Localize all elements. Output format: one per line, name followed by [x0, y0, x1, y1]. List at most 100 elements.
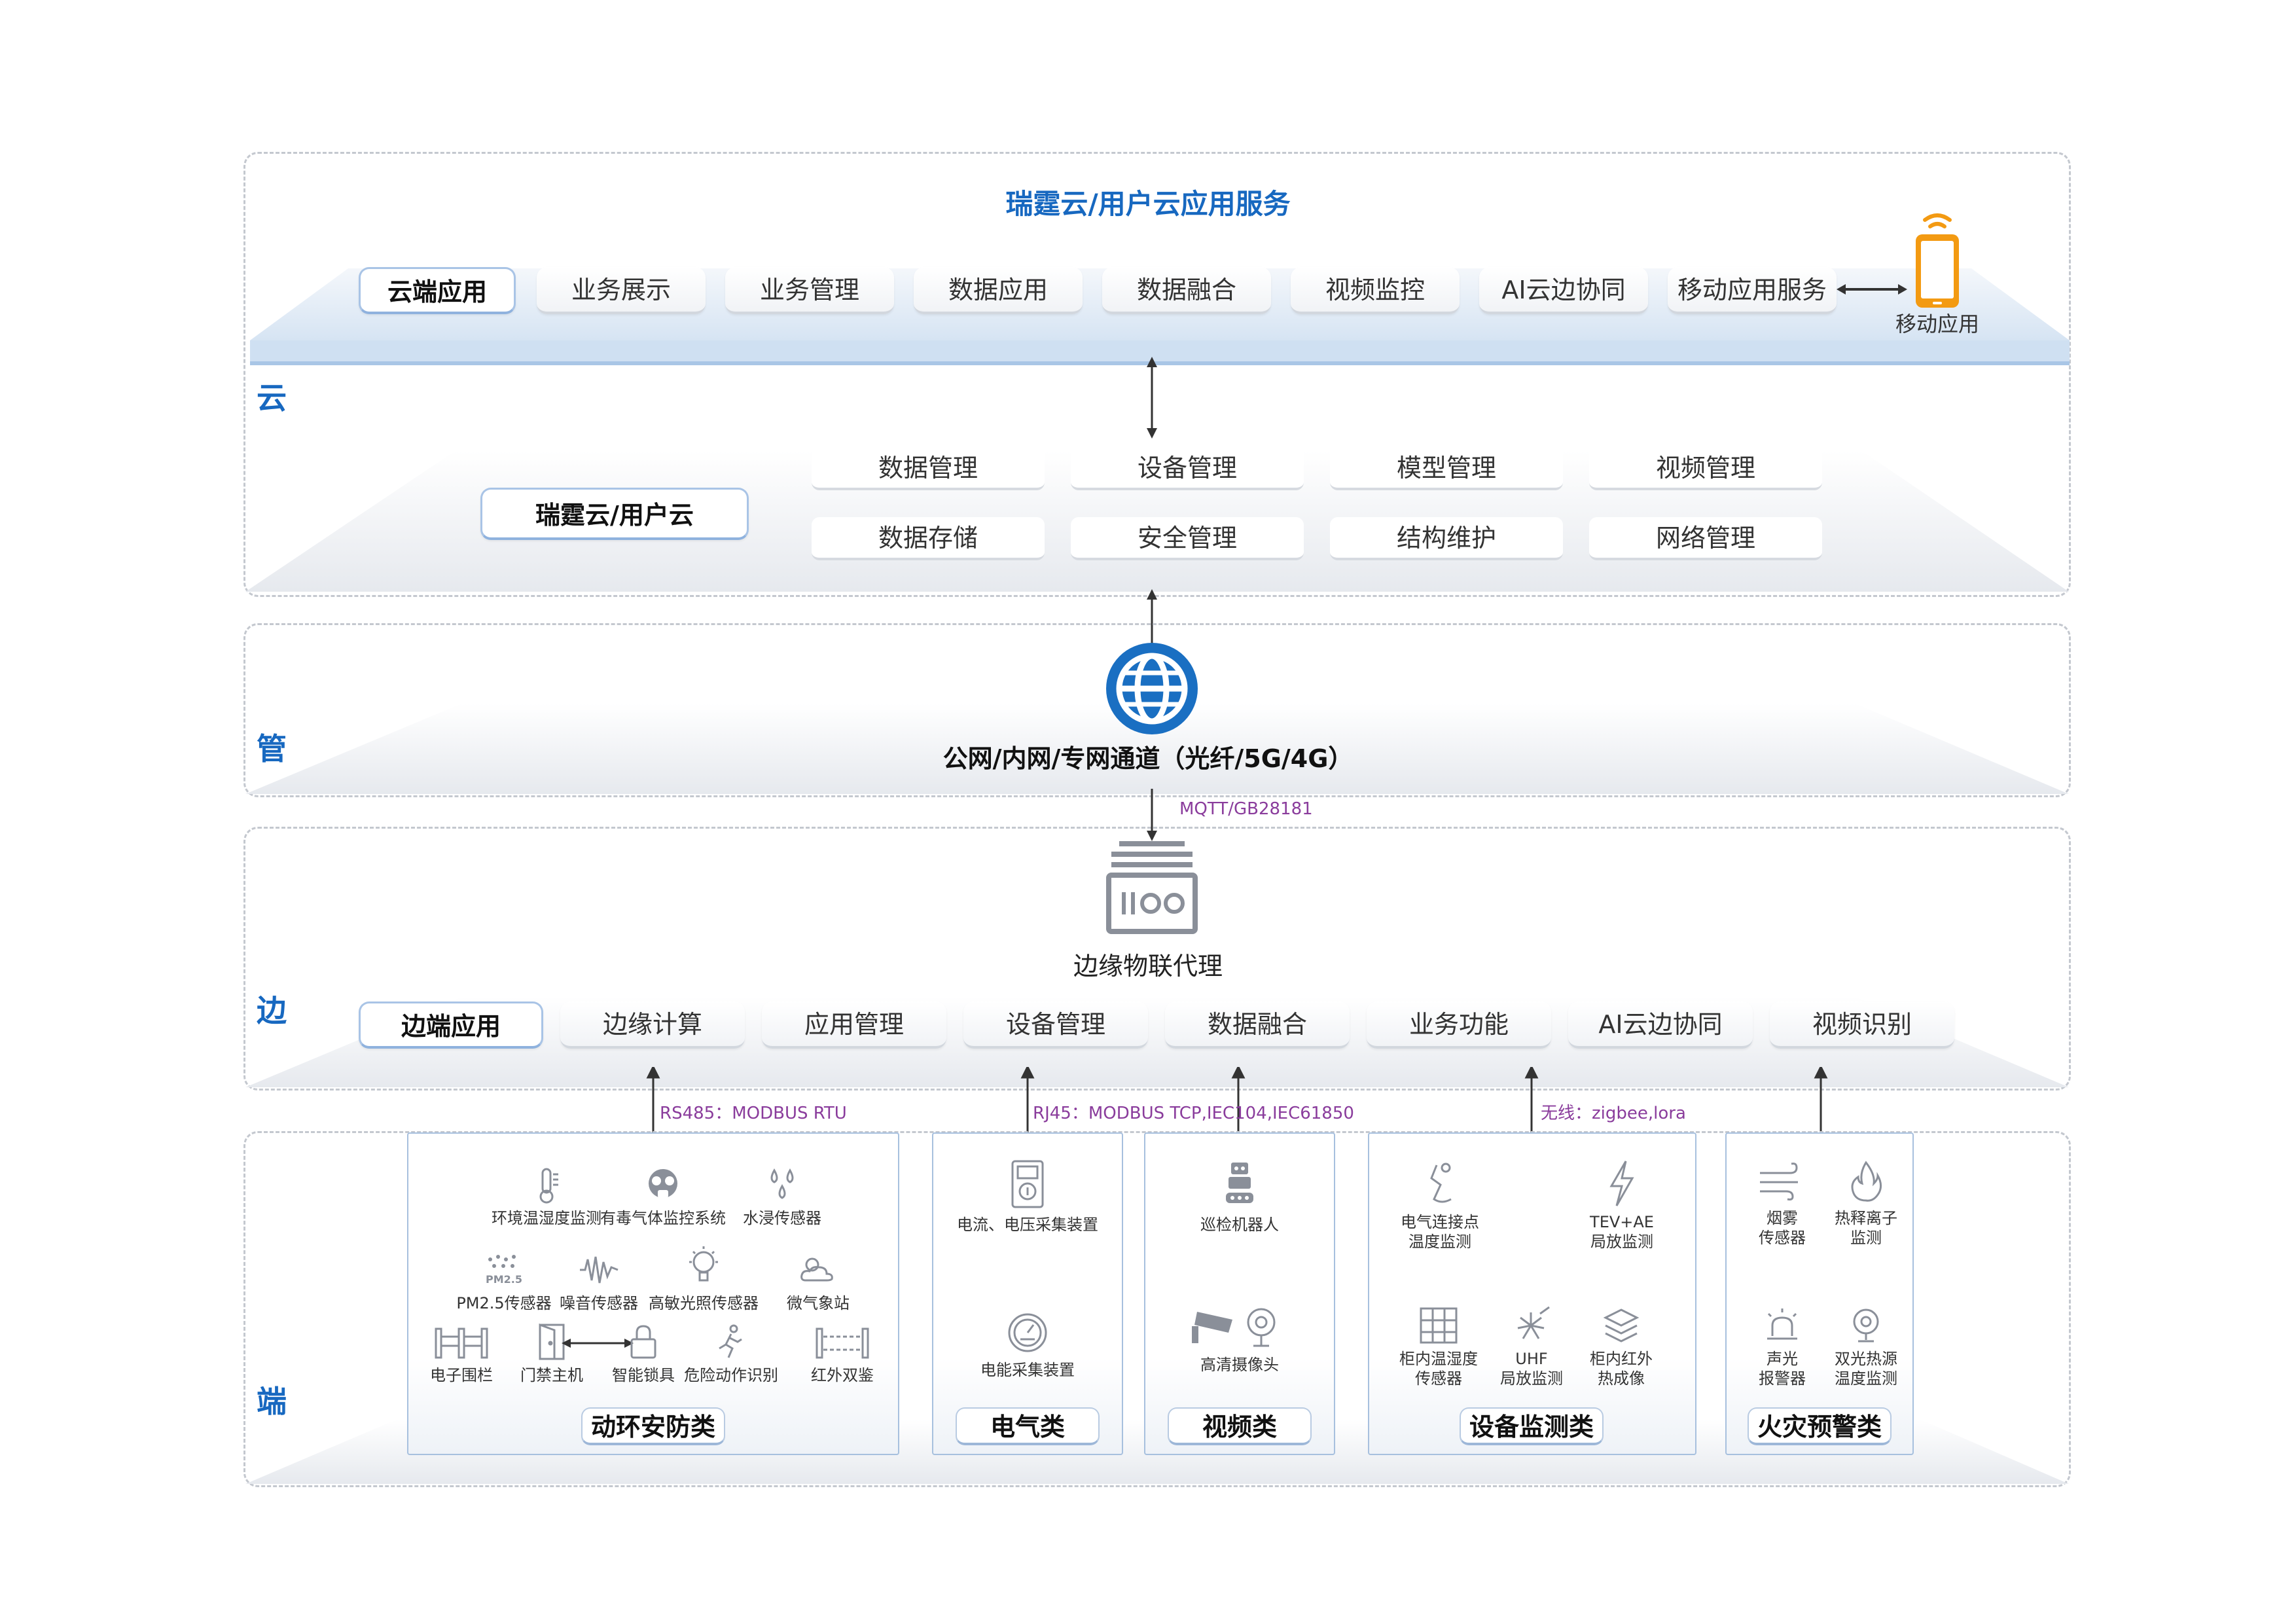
device-label: 环境温湿度监测 [492, 1209, 601, 1227]
protocol-mqtt: MQTT/GB28181 [1179, 799, 1313, 819]
device-label: 有毒气体监控系统 [600, 1209, 726, 1227]
running-person-icon [719, 1324, 742, 1358]
device-label: 热释离子 监测 [1835, 1209, 1897, 1247]
group-equipment-monitor [1368, 1132, 1696, 1455]
device-noise: 噪音传感器 [553, 1250, 645, 1313]
device-current-voltage: 电流、电压采集装置 [932, 1159, 1123, 1235]
device-label: UHF 局放监测 [1500, 1350, 1563, 1388]
device-toxic-gas: 有毒气体监控系统 [588, 1165, 738, 1228]
device-danger-action: 危险动作识别 [675, 1322, 787, 1385]
network-channel-label: 公网/内网/专网通道（光纤/5G/4G） [942, 744, 1354, 773]
layer-label-cloud: 云 [257, 380, 287, 416]
pipe-to-edge-arrow [1147, 789, 1157, 841]
device-label: 柜内温湿度 传感器 [1399, 1350, 1478, 1388]
svg-text:PM2.5: PM2.5 [486, 1273, 522, 1286]
cloud-title: 瑞霆云/用户云应用服务 [1005, 188, 1291, 220]
device-label: 危险动作识别 [684, 1366, 778, 1384]
tab-video-recognition[interactable]: 视频识别 [1770, 1001, 1954, 1049]
door-icon [539, 1323, 565, 1360]
device-cabinet-humidity: 柜内温湿度 传感器 [1380, 1306, 1498, 1388]
tab-edge-app[interactable]: 边端应用 [359, 1001, 543, 1049]
device-smart-lock: 智能锁具 [601, 1322, 686, 1385]
edge-gateway-label: 边缘物联代理 [1073, 952, 1223, 981]
pm25-icon: PM2.5 [486, 1255, 522, 1286]
device-label: 电气连接点 温度监测 [1401, 1213, 1479, 1251]
layers-icon [1603, 1308, 1640, 1343]
mobile-connector [1837, 284, 1907, 295]
pipe-layer [243, 623, 2071, 797]
device-infrared-dual: 红外双鉴 [800, 1322, 885, 1385]
service-network-management: 网络管理 [1589, 517, 1822, 560]
device-inspection-robot: 巡检机器人 [1144, 1159, 1335, 1235]
tab-cloud-app[interactable]: 云端应用 [359, 267, 516, 314]
tab-data-application[interactable]: 数据应用 [914, 267, 1083, 314]
device-temp-humidity: 环境温湿度监测 [471, 1165, 622, 1228]
tab-business-display[interactable]: 业务展示 [537, 267, 706, 314]
device-label: 智能锁具 [612, 1366, 675, 1384]
service-video-management: 视频管理 [1589, 447, 1822, 490]
device-uhf: UHF 局放监测 [1479, 1306, 1584, 1388]
tab-business-function[interactable]: 业务功能 [1367, 1001, 1551, 1049]
device-label: 微气象站 [787, 1294, 850, 1312]
device-pyroelectric: 热释离子 监测 [1825, 1159, 1907, 1248]
tab-edge-computing[interactable]: 边缘计算 [560, 1001, 745, 1049]
group-electrical [932, 1132, 1123, 1455]
tab-edge-ai-cloud-edge[interactable]: AI云边协同 [1568, 1001, 1753, 1049]
device-label: 电子围栏 [430, 1366, 493, 1384]
device-label: 门禁主机 [520, 1366, 583, 1384]
fence-icon [435, 1327, 488, 1359]
pipe-layer-floor [245, 704, 2069, 794]
tab-edge-data-fusion[interactable]: 数据融合 [1165, 1001, 1350, 1049]
tab-business-management[interactable]: 业务管理 [725, 267, 894, 314]
mobile-label: 移动应用 [1895, 312, 1979, 336]
device-label: 电能采集装置 [980, 1361, 1075, 1379]
device-label: 高敏光照传感器 [649, 1294, 759, 1312]
group-title-equipment-monitor: 设备监测类 [1460, 1407, 1604, 1445]
device-label: 噪音传感器 [560, 1294, 638, 1312]
device-label: 水浸传感器 [743, 1209, 821, 1227]
light-bulb-icon [689, 1246, 718, 1282]
connection-point-icon [1430, 1163, 1452, 1203]
cabinet-grid-icon [1420, 1307, 1458, 1344]
infrared-beam-icon [816, 1327, 869, 1359]
service-data-management: 数据管理 [812, 447, 1045, 490]
device-label: TEV+AE 局放监测 [1590, 1213, 1654, 1251]
device-label: 高清摄像头 [1200, 1356, 1279, 1374]
alarm-light-icon [1767, 1308, 1797, 1340]
device-label: 红外双鉴 [811, 1366, 874, 1384]
globe-icon [1106, 643, 1198, 734]
device-audio-visual-alarm: 声光 报警器 [1741, 1306, 1823, 1388]
tab-mobile-service[interactable]: 移动应用服务 [1668, 267, 1837, 314]
service-structure-maintenance: 结构维护 [1330, 517, 1563, 560]
tab-ai-cloud-edge[interactable]: AI云边协同 [1479, 267, 1648, 314]
padlock-icon [630, 1325, 656, 1359]
access-lock-link [562, 1339, 634, 1348]
tab-data-fusion[interactable]: 数据融合 [1102, 267, 1271, 314]
weather-cloud-icon [800, 1257, 833, 1282]
device-label: 电流、电压采集装置 [957, 1216, 1098, 1234]
device-weather-station: 微气象站 [772, 1250, 864, 1313]
protocol-rs485: RS485：MODBUS RTU [660, 1104, 847, 1123]
device-connection-temp: 电气连接点 温度监测 [1381, 1159, 1499, 1252]
protocol-rj45: RJ45：MODBUS TCP,IEC104,IEC61850 [1033, 1104, 1354, 1123]
tab-app-management[interactable]: 应用管理 [762, 1001, 946, 1049]
device-label: PM2.5传感器 [456, 1294, 552, 1312]
robot-icon [1226, 1163, 1253, 1203]
flame-icon [1851, 1161, 1882, 1202]
group-title-video: 视频类 [1168, 1407, 1312, 1445]
device-tev-ae: TEV+AE 局放监测 [1563, 1159, 1681, 1252]
device-label: 柜内红外 热成像 [1590, 1350, 1653, 1388]
water-drop-icon [770, 1168, 794, 1199]
device-pm25: PM2.5 PM2.5传感器 [452, 1250, 556, 1313]
layer-label-edge: 边 [257, 993, 287, 1028]
device-smoke: 烟雾 传感器 [1741, 1159, 1823, 1248]
tab-edge-device-management[interactable]: 设备管理 [963, 1001, 1148, 1049]
device-water-leak: 水浸传感器 [726, 1165, 838, 1228]
gas-mask-icon [649, 1169, 677, 1198]
service-data-storage: 数据存储 [812, 517, 1045, 560]
mobile-phone-icon [1916, 213, 1959, 308]
device-label: 双光热源 温度监测 [1835, 1350, 1897, 1388]
device-energy-collector: 电能采集装置 [932, 1310, 1123, 1380]
cloud-internal-arrow [1147, 357, 1157, 439]
tab-video-monitor[interactable]: 视频监控 [1291, 267, 1460, 314]
